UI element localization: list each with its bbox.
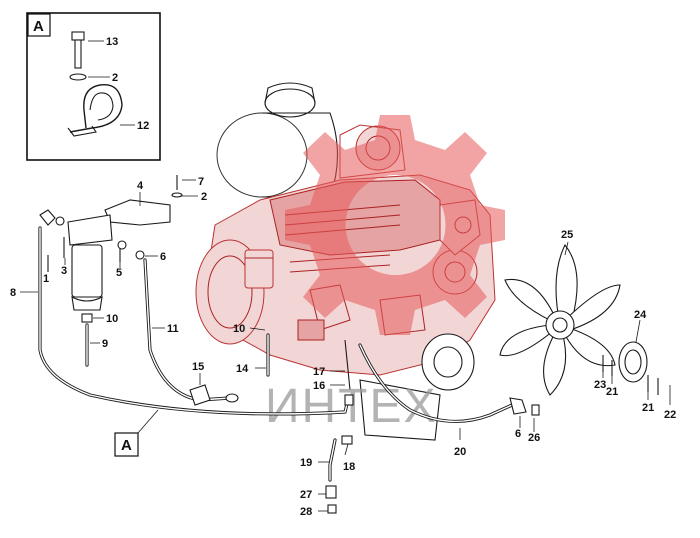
callout-1: 1 (43, 273, 49, 285)
detail-view-label: A (33, 18, 44, 35)
callout-21-b: 21 (642, 402, 654, 414)
callout-26: 26 (528, 432, 540, 444)
part-callouts: 13 2 12 7 2 4 1 3 5 6 8 10 9 11 10 14 15… (10, 36, 676, 518)
callout-18: 18 (343, 461, 355, 473)
callout-4: 4 (137, 180, 144, 192)
callout-3: 3 (61, 265, 67, 277)
callout-9: 9 (102, 338, 108, 350)
section-reference-a: A (114, 409, 159, 457)
callout-10-filter: 10 (106, 313, 118, 325)
callout-13: 13 (106, 36, 118, 48)
callout-20: 20 (454, 446, 466, 458)
callout-11: 11 (167, 323, 179, 335)
leader-lines (20, 179, 671, 512)
fuel-filter-group (39, 175, 183, 367)
callout-2: 2 (201, 191, 207, 203)
callout-28: 28 (300, 506, 312, 518)
callout-8: 8 (10, 287, 16, 299)
callout-22: 22 (664, 409, 676, 421)
callout-21-a: 21 (606, 386, 618, 398)
callout-2-detail: 2 (112, 72, 118, 84)
callout-6-line: 6 (515, 428, 521, 440)
callout-24: 24 (634, 309, 647, 321)
callout-15: 15 (192, 361, 204, 373)
cooling-fan-group (499, 243, 659, 396)
callout-25: 25 (561, 229, 573, 241)
detail-view-a: A (26, 12, 161, 161)
callout-16: 16 (313, 380, 325, 392)
section-reference-label: A (121, 437, 132, 454)
callout-14: 14 (236, 363, 249, 375)
callout-5: 5 (116, 267, 122, 279)
watermark-text: ИНТЕХ (265, 380, 438, 433)
callout-23: 23 (594, 379, 606, 391)
callout-19: 19 (300, 457, 312, 469)
callout-17: 17 (313, 366, 325, 378)
callout-7: 7 (198, 176, 204, 188)
fuel-lines (38, 226, 540, 514)
callout-6-filter: 6 (160, 251, 166, 263)
callout-10-engine: 10 (233, 323, 245, 335)
callout-12: 12 (137, 120, 149, 132)
callout-27: 27 (300, 489, 312, 501)
